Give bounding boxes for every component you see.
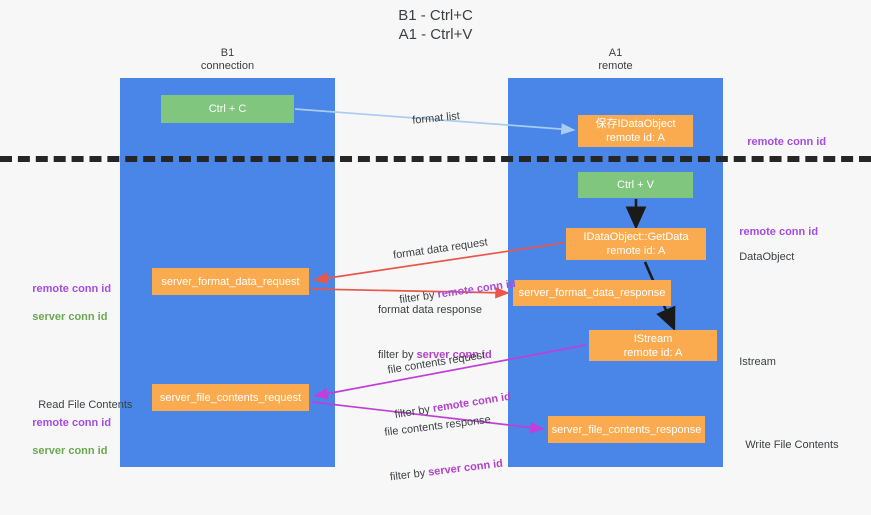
filter-key: server conn id xyxy=(427,457,504,479)
annotation-server-conn-id: server conn id xyxy=(32,445,108,457)
edge-label-text: format list xyxy=(411,110,461,127)
annotation-remote-conn-id-top: remote conn id xyxy=(735,121,826,163)
node-istream[interactable]: IStream remote id: A xyxy=(589,330,717,361)
edge-label-format-list: format list xyxy=(398,94,462,145)
edge-label-line2: filter by server conn id xyxy=(378,348,492,363)
annotation-left-conn-ids-format: remote conn id server conn id xyxy=(20,268,111,338)
diagram-canvas: B1 - Ctrl+C A1 - Ctrl+V B1 connection A1… xyxy=(0,7,871,483)
annotation-left-conn-ids-file: remote conn id server conn id xyxy=(20,402,111,472)
node-server-file-contents-request[interactable]: server_file_contents_request xyxy=(152,384,309,411)
node-server-format-data-request[interactable]: server_format_data_request xyxy=(152,268,309,295)
edge-label-line2: filter by server conn id xyxy=(389,457,504,486)
node-ctrl-v[interactable]: Ctrl + V xyxy=(578,172,693,198)
annotation-remote-conn-id: remote conn id xyxy=(32,417,112,429)
edge-label-format-data-response: format data response filter by server co… xyxy=(378,273,492,393)
swimlane-header-b1: B1 connection xyxy=(200,47,255,72)
edge-label-line1: file contents response xyxy=(383,413,492,439)
annotation-istream: Istream xyxy=(727,341,776,383)
swimlane-header-a1: A1 remote xyxy=(598,47,633,72)
annotation-dataobject: DataObject xyxy=(727,236,794,278)
annotation-text: DataObject xyxy=(739,251,795,263)
edge-label-line1: format data request xyxy=(392,236,489,262)
filter-prefix: filter by xyxy=(389,466,429,484)
edge-label-file-contents-response: file contents response filter by server … xyxy=(380,382,507,515)
annotation-text: Write File Contents xyxy=(745,439,839,451)
annotation-write-file-contents: Write File Contents xyxy=(733,424,839,466)
annotation-remote-conn-id: remote conn id xyxy=(32,283,112,295)
edge-label-line1: file contents request xyxy=(386,349,486,377)
node-ctrl-c[interactable]: Ctrl + C xyxy=(161,95,294,123)
filter-key: server conn id xyxy=(416,349,492,361)
annotation-text: remote conn id xyxy=(747,136,827,148)
annotation-text: Istream xyxy=(739,356,776,368)
filter-prefix: filter by xyxy=(378,349,417,361)
annotation-server-conn-id: server conn id xyxy=(32,311,108,323)
node-idataobject-getdata[interactable]: IDataObject::GetData remote id: A xyxy=(566,228,706,260)
annotation-remote-conn-id-mid: remote conn id xyxy=(727,211,818,253)
annotation-read-file-contents: Read File Contents xyxy=(26,384,132,426)
node-server-file-contents-response[interactable]: server_file_contents_response xyxy=(548,416,705,443)
annotation-text: remote conn id xyxy=(739,226,819,238)
edge-label-line1: format data response xyxy=(378,304,482,316)
node-server-format-data-response[interactable]: server_format_data_response xyxy=(513,280,671,306)
phase-divider xyxy=(0,156,871,162)
node-idataobject[interactable]: 保存IDataObject remote id: A xyxy=(578,115,693,147)
annotation-text: Read File Contents xyxy=(38,399,133,411)
diagram-title: B1 - Ctrl+C A1 - Ctrl+V xyxy=(398,7,473,43)
